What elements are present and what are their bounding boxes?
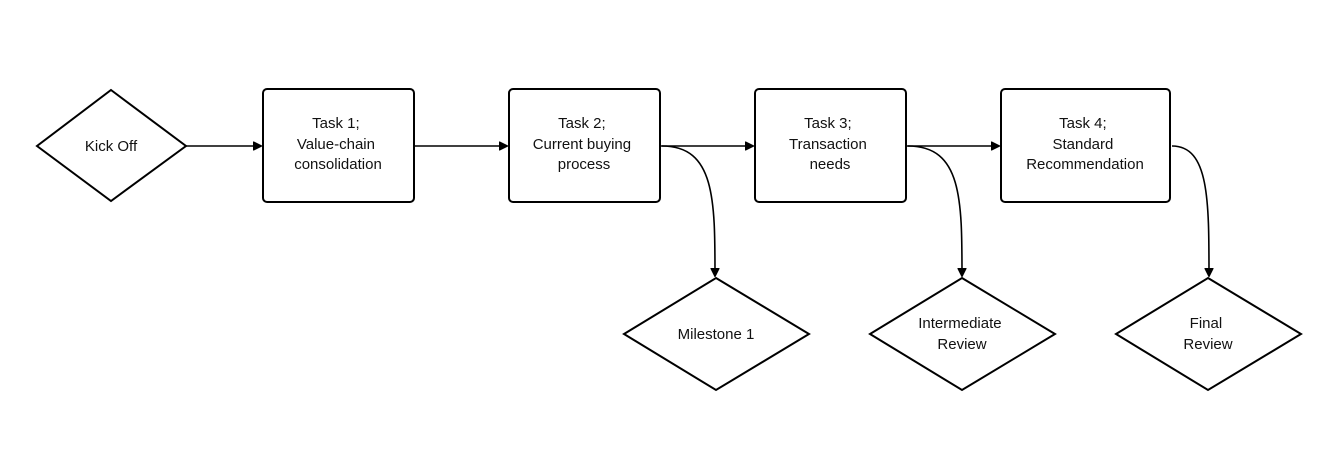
edge-task2-milestone1 xyxy=(661,145,715,276)
milestone1-diamond xyxy=(622,276,811,392)
task1-label-line-1: Task 1; xyxy=(312,115,360,132)
task3-label-line-2: Transaction xyxy=(789,136,867,153)
task4-box xyxy=(1000,88,1171,203)
task1-label-line-2: Value-chain xyxy=(297,136,375,153)
task2-label-line-3: process xyxy=(558,156,611,173)
kickoff-diamond xyxy=(35,88,188,203)
kickoff-label-line-1: Kick Off xyxy=(85,138,138,155)
task4-label: Task 4; Standard Recommendation xyxy=(1026,115,1144,173)
node-final-review: Final Review xyxy=(1114,276,1303,392)
node-task3: Task 3; Transaction needs xyxy=(754,88,907,203)
final-review-label: Final Review xyxy=(1183,315,1232,353)
node-kickoff: Kick Off xyxy=(35,88,188,203)
edges xyxy=(186,146,1209,276)
task3-label-line-3: needs xyxy=(810,156,851,173)
task3-box xyxy=(754,88,907,203)
intermediate-review-label-line-2: Review xyxy=(937,336,986,353)
final-review-label-line-1: Final xyxy=(1190,315,1223,332)
task2-label: Task 2; Current buying process xyxy=(533,115,636,173)
task2-label-line-2: Current buying xyxy=(533,136,631,153)
milestone1-label-line-1: Milestone 1 xyxy=(678,326,755,343)
final-review-label-line-2: Review xyxy=(1183,336,1232,353)
node-intermediate-review: Intermediate Review xyxy=(868,276,1057,392)
milestone1-label: Milestone 1 xyxy=(678,326,755,343)
task1-label: Task 1; Value-chain consolidation xyxy=(294,115,382,173)
kickoff-label: Kick Off xyxy=(85,138,138,155)
task4-label-line-2: Standard xyxy=(1052,136,1113,153)
edge-task4-final xyxy=(1171,145,1209,276)
node-milestone1: Milestone 1 xyxy=(622,276,811,392)
task4-label-line-1: Task 4; xyxy=(1059,115,1107,132)
node-task4: Task 4; Standard Recommendation xyxy=(1000,88,1171,203)
task2-box xyxy=(508,88,661,203)
node-task1: Task 1; Value-chain consolidation xyxy=(262,88,415,203)
intermediate-review-label-line-1: Intermediate xyxy=(918,315,1001,332)
task4-label-line-3: Recommendation xyxy=(1026,156,1144,173)
task2-label-line-1: Task 2; xyxy=(558,115,606,132)
task1-label-line-3: consolidation xyxy=(294,156,382,173)
final-review-diamond xyxy=(1114,276,1303,392)
edge-task3-intermediate xyxy=(907,145,962,276)
task3-label-line-1: Task 3; xyxy=(804,115,852,132)
intermediate-review-diamond xyxy=(868,276,1057,392)
task3-label: Task 3; Transaction needs xyxy=(789,115,871,173)
node-task2: Task 2; Current buying process xyxy=(508,88,661,203)
intermediate-review-label: Intermediate Review xyxy=(918,315,1006,353)
task1-box xyxy=(262,88,415,203)
